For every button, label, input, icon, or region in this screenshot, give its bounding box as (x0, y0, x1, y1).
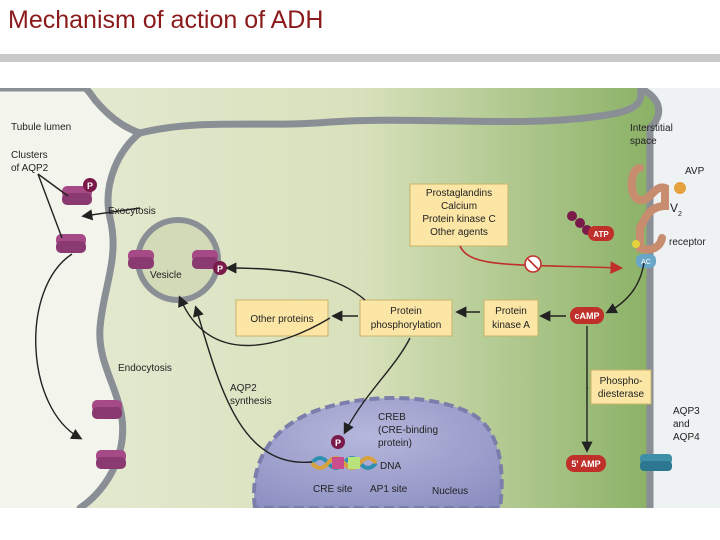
regulator-pkc: Protein kinase C (422, 214, 495, 225)
dna-strand (310, 456, 378, 470)
page-title: Mechanism of action of ADH (8, 6, 324, 34)
v2-label: V (670, 201, 678, 215)
receptor-label: receptor (669, 237, 706, 248)
atp-text: ATP (593, 230, 609, 239)
pka-text-1: Protein (495, 306, 527, 317)
apical-membrane (0, 88, 148, 508)
v2-subscript: 2 (678, 211, 682, 218)
regulator-calcium: Calcium (441, 201, 477, 212)
regulator-other: Other agents (430, 227, 488, 238)
ac-text: AC (641, 259, 651, 266)
dna-label: DNA (380, 461, 401, 472)
aqp2-clusters (56, 186, 218, 469)
nucleus (252, 396, 504, 508)
pde-text-2: diesterase (598, 389, 645, 400)
aqp34-label-2: and (673, 419, 690, 430)
aqp34-label-1: AQP3 (673, 406, 700, 417)
pathway-arrows (35, 173, 645, 463)
vesicle-label: Vesicle (150, 270, 182, 281)
inhibition-icon (524, 255, 542, 273)
lateral-membrane (139, 88, 645, 137)
avp-ligand-icon (674, 182, 686, 194)
protein-phosphorylation-box: Protein phosphorylation (359, 299, 453, 337)
tubule-lumen-label: Tubule lumen (11, 122, 71, 133)
v2-receptor: AC (627, 164, 686, 268)
adh-mechanism-diagram: Tubule lumen Clusters of AQP2 Exocytosis… (0, 88, 720, 508)
protein-kinase-a-box: Protein kinase A (483, 299, 539, 337)
interstitial-label-2: space (630, 136, 657, 147)
phosphodiesterase-box: Phospho- diesterase (590, 369, 652, 405)
aqp3-aqp4-channel (640, 454, 672, 471)
pka-text-2: kinase A (492, 320, 530, 331)
camp-text: cAMP (574, 311, 599, 321)
protein-phos-text-2: phosphorylation (371, 320, 442, 331)
interstitial-label-1: Interstitial (630, 123, 673, 134)
other-proteins-text: Other proteins (250, 314, 313, 325)
atp-molecule: ATP (567, 211, 614, 241)
aqp2-synthesis-label-2: synthesis (230, 396, 272, 407)
phosphate-p-1: P (87, 181, 93, 191)
interstitial-area (640, 88, 720, 508)
protein-phos-text-1: Protein (390, 306, 422, 317)
adenylyl-cyclase (636, 254, 656, 268)
ap1-site-label: AP1 site (370, 484, 408, 495)
camp-molecule: cAMP (570, 307, 604, 324)
phosphate-p-3: P (335, 438, 341, 448)
nucleus-label: Nucleus (432, 486, 468, 497)
inhibition-pathway (459, 245, 624, 275)
title-divider (0, 54, 720, 62)
phosphate-circle-icon: P P P (83, 178, 345, 449)
phosphate-p-2: P (217, 264, 223, 274)
endocytosis-label: Endocytosis (118, 363, 172, 374)
five-amp-text: 5' AMP (571, 459, 600, 469)
regulator-prostaglandins: Prostaglandins (426, 188, 492, 199)
aqp34-label-3: AQP4 (673, 432, 700, 443)
clusters-label-1: Clusters (11, 150, 48, 161)
regulators-box: Prostaglandins Calcium Protein kinase C … (409, 183, 509, 247)
creb-label-3: protein) (378, 438, 412, 449)
pde-text-1: Phospho- (600, 376, 643, 387)
creb-label-2: (CRE-binding (378, 425, 438, 436)
aqp2-synthesis-label-1: AQP2 (230, 383, 257, 394)
basolateral-membrane (638, 88, 663, 508)
other-proteins-box: Other proteins (235, 299, 329, 337)
creb-label-1: CREB (378, 412, 406, 423)
clusters-label-2: of AQP2 (11, 163, 49, 174)
avp-label: AVP (685, 166, 705, 177)
five-amp-molecule: 5' AMP (566, 455, 606, 472)
cre-site-label: CRE site (313, 484, 353, 495)
exocytosis-label: Exocytosis (108, 206, 156, 217)
